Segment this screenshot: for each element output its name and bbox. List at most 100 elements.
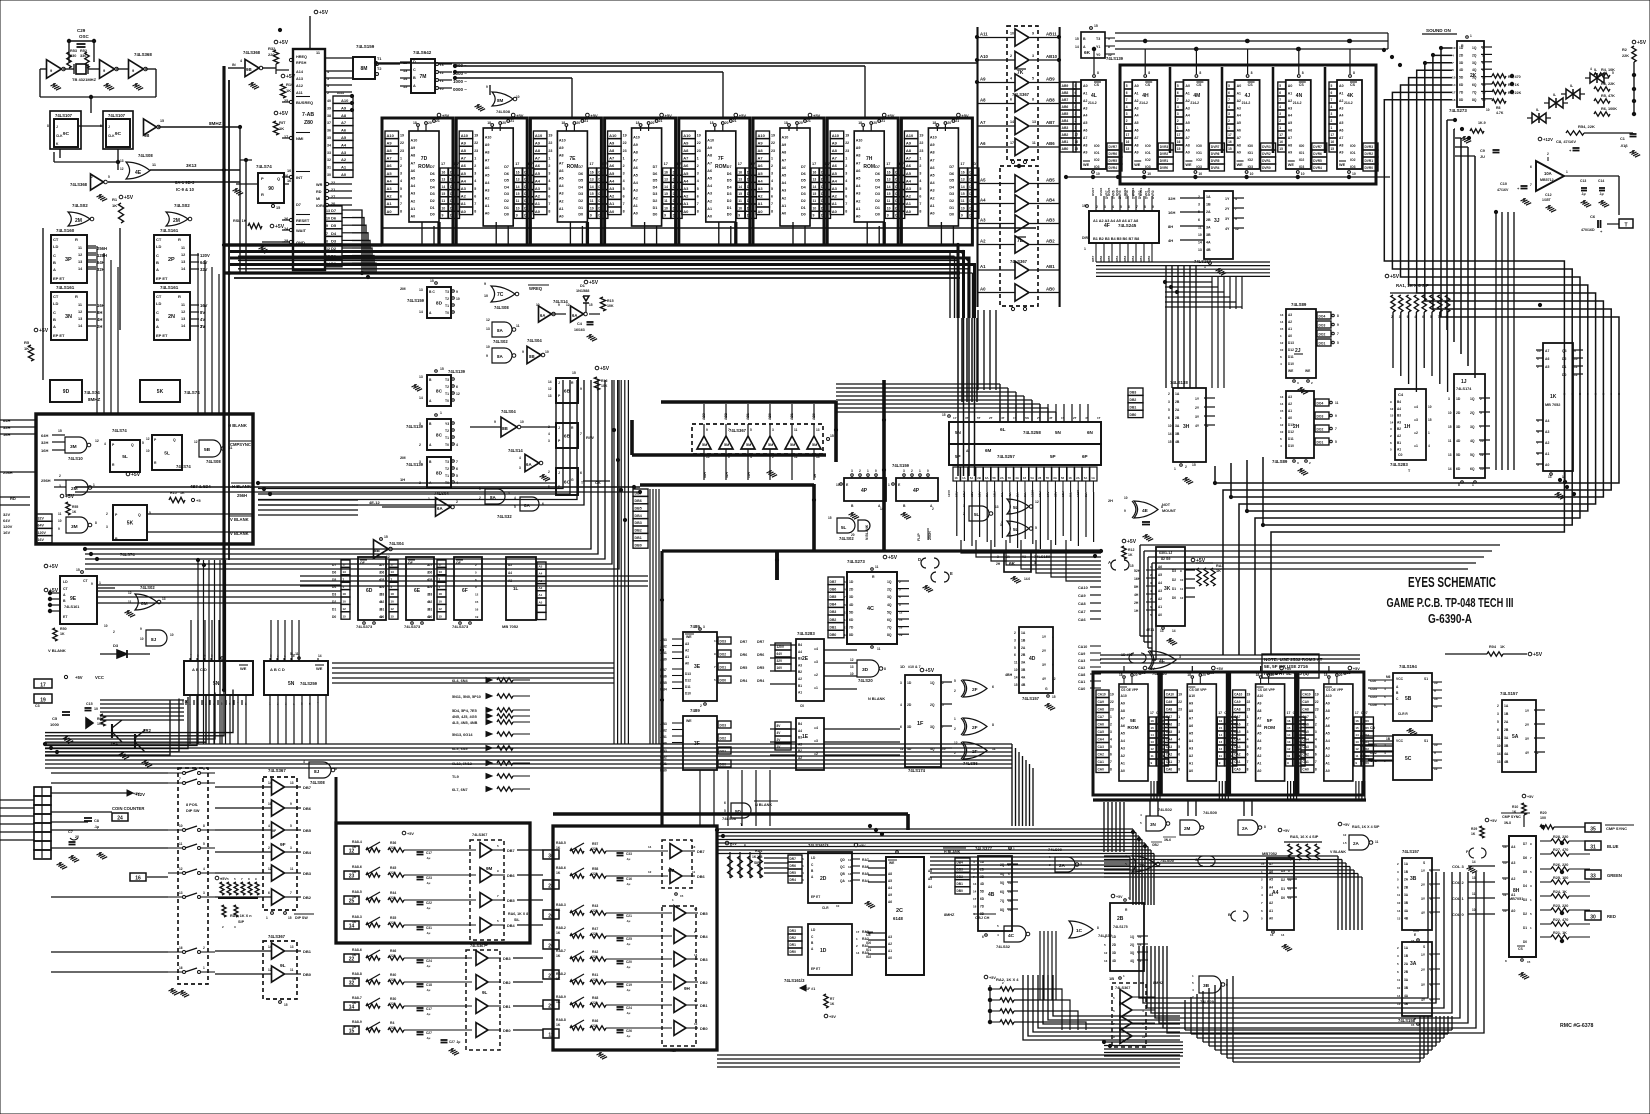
svg-text:74LS157: 74LS157 <box>1402 849 1420 854</box>
svg-text:4: 4 <box>1228 105 1230 109</box>
svg-text:RA2, 1K X 4: RA2, 1K X 4 <box>996 977 1019 982</box>
svg-text:7: 7 <box>241 877 243 881</box>
svg-text:10: 10 <box>456 297 460 301</box>
svg-text:A2: A2 <box>1237 99 1241 103</box>
svg-text:17: 17 <box>1126 133 1130 137</box>
svg-text:CA7: CA7 <box>1234 715 1241 719</box>
svg-text:IO1: IO1 <box>1094 151 1100 155</box>
svg-text:LD: LD <box>811 928 816 932</box>
svg-text:3N-8: 3N-8 <box>1504 821 1511 825</box>
svg-text:A9: A9 <box>559 146 564 150</box>
svg-text:IO3: IO3 <box>1145 165 1151 169</box>
svg-text:CA3: CA3 <box>1234 745 1241 749</box>
svg-text:A1: A1 <box>1269 909 1273 913</box>
svg-text:17: 17 <box>515 162 519 166</box>
svg-text:6301-1J: 6301-1J <box>1159 551 1172 555</box>
svg-text:A5: A5 <box>559 177 564 181</box>
svg-text:A3: A3 <box>1288 395 1292 399</box>
svg-text:A9: A9 <box>1185 151 1189 155</box>
svg-text:A10: A10 <box>930 136 937 140</box>
svg-text:1: 1 <box>1247 715 1249 719</box>
svg-text:2A: 2A <box>1021 646 1026 650</box>
svg-text:10A: 10A <box>1544 171 1552 176</box>
svg-text:4J: 4J <box>1245 93 1251 99</box>
svg-text:D3: D3 <box>524 192 528 196</box>
svg-text:D6: D6 <box>430 172 435 176</box>
svg-text:7: 7 <box>714 665 716 669</box>
svg-text:IO3: IO3 <box>1299 165 1305 169</box>
svg-text:A2: A2 <box>685 649 689 653</box>
svg-text:D7: D7 <box>578 165 583 169</box>
svg-text:2: 2 <box>954 689 956 693</box>
svg-text:3: 3 <box>772 428 774 432</box>
svg-text:22: 22 <box>1247 700 1251 704</box>
svg-text:2M: 2M <box>1184 826 1191 831</box>
svg-text:6A: 6A <box>572 313 577 318</box>
svg-text:11: 11 <box>692 870 696 874</box>
svg-text:DVR2: DVR2 <box>1365 152 1374 156</box>
svg-text:2: 2 <box>1126 119 1128 123</box>
svg-text:D2: D2 <box>949 199 954 203</box>
svg-text:A2: A2 <box>888 942 892 946</box>
svg-text:A9: A9 <box>1083 151 1087 155</box>
svg-text:10: 10 <box>1397 986 1401 990</box>
svg-text:10: 10 <box>1180 578 1184 582</box>
svg-text:1K: 1K <box>352 1001 357 1005</box>
svg-text:+5V: +5V <box>279 111 289 117</box>
svg-text:R: R <box>1461 44 1464 48</box>
svg-text:3Q: 3Q <box>1472 61 1477 65</box>
svg-text:A4: A4 <box>798 729 802 733</box>
svg-text:6: 6 <box>1279 91 1281 95</box>
svg-text:3: 3 <box>519 466 521 470</box>
svg-text:R54, 22K: R54, 22K <box>1578 124 1595 129</box>
svg-text:CS: CS <box>1145 83 1151 87</box>
svg-text:13: 13 <box>1104 959 1108 963</box>
svg-text:CS: CS <box>1094 83 1100 87</box>
svg-text:9E: 9E <box>70 596 77 602</box>
svg-text:DVR1: DVR1 <box>1262 159 1271 163</box>
svg-text:CA1: CA1 <box>1078 680 1085 684</box>
svg-text:E: E <box>898 483 901 487</box>
svg-text:6B: 6B <box>564 434 571 440</box>
svg-text:AB1: AB1 <box>1046 264 1055 269</box>
svg-text:A3: A3 <box>1121 747 1125 751</box>
svg-text:DVR5: DVR5 <box>1118 190 1122 199</box>
svg-text:MB5712: MB5712 <box>1540 178 1554 182</box>
svg-text:12: 12 <box>349 848 355 854</box>
svg-text:4C: 4C <box>1008 933 1015 939</box>
svg-text:.1μ: .1μ <box>94 825 99 829</box>
svg-text:RA8-5: RA8-5 <box>556 841 566 845</box>
svg-text:18: 18 <box>858 121 862 125</box>
svg-text:3: 3 <box>548 172 550 176</box>
svg-text:A7: A7 <box>1083 136 1087 140</box>
svg-text:16: 16 <box>1355 719 1359 723</box>
svg-text:13: 13 <box>1219 740 1223 744</box>
svg-text:CA0: CA0 <box>1166 768 1173 772</box>
svg-text:74LS00: 74LS00 <box>1160 858 1175 863</box>
svg-text:A0: A0 <box>888 956 892 960</box>
svg-text:330: 330 <box>70 54 76 58</box>
svg-text:33: 33 <box>1590 873 1596 879</box>
svg-text:3: 3 <box>1384 679 1386 683</box>
svg-text:B: B <box>851 504 854 508</box>
svg-text:DVR7: DVR7 <box>1105 190 1109 199</box>
svg-text:C20: C20 <box>626 960 632 964</box>
svg-text:RA8-7: RA8-7 <box>556 949 566 953</box>
svg-text:DR7: DR7 <box>757 640 764 644</box>
svg-text:15: 15 <box>1228 147 1232 151</box>
svg-text:10: 10 <box>1452 46 1456 50</box>
svg-text:A11: A11 <box>337 90 345 95</box>
svg-text:A7: A7 <box>559 161 564 165</box>
svg-text:74LS161/3: 74LS161/3 <box>784 978 805 983</box>
svg-text:2: 2 <box>222 925 224 929</box>
svg-text:82 S9: 82 S9 <box>1161 557 1170 561</box>
svg-text:3: 3 <box>1178 730 1180 734</box>
svg-text:17: 17 <box>960 162 964 166</box>
svg-text:AB0: AB0 <box>1062 147 1069 151</box>
svg-text:AB6: AB6 <box>1062 105 1069 109</box>
svg-text:A6: A6 <box>1237 129 1241 133</box>
svg-text:NMI: NMI <box>296 136 303 141</box>
svg-text:D5: D5 <box>653 179 658 183</box>
svg-text:7: 7 <box>548 202 550 206</box>
svg-text:2: 2 <box>694 930 696 934</box>
